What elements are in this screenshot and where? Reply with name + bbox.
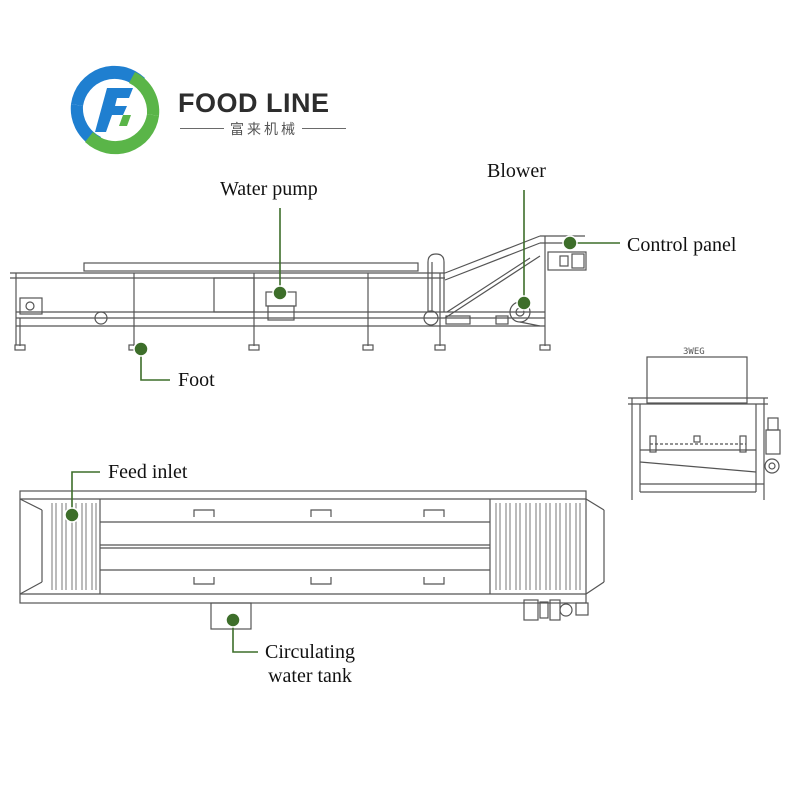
svg-text:3WEG: 3WEG xyxy=(683,347,705,357)
callout-water-pump: Water pump xyxy=(220,178,318,200)
callout-feed-inlet: Feed inlet xyxy=(108,461,188,483)
callout-control-panel: Control panel xyxy=(627,234,737,256)
brand-subtitle: 富来机械 xyxy=(230,122,298,138)
callout-blower: Blower xyxy=(487,160,546,182)
callout-foot: Foot xyxy=(178,369,215,391)
top-view xyxy=(19,490,605,630)
callout-leaders xyxy=(71,190,620,653)
logo-rule-left xyxy=(180,128,224,129)
side-view xyxy=(10,235,587,351)
callout-circulating-water-tank: Circulating water tank xyxy=(265,640,355,688)
brand-name: FOOD LINE xyxy=(178,88,330,118)
logo-rule-right xyxy=(302,128,346,129)
callout-markers xyxy=(64,235,578,628)
callout-circulating-line1: Circulating xyxy=(265,641,355,663)
end-view: 3WEG xyxy=(628,347,781,500)
callout-circulating-line2: water tank xyxy=(268,665,352,687)
